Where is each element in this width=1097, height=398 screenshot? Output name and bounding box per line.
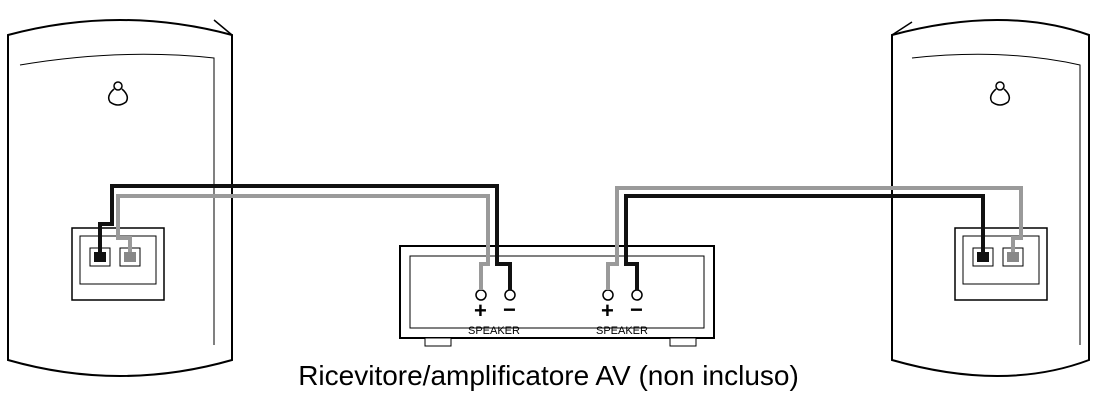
right-plus-sign: + — [601, 298, 614, 323]
right-keyhole-icon — [989, 81, 1011, 106]
right-speaker-terminal-plate — [954, 227, 1048, 301]
receiver-left-terminal: + − SPEAKER — [468, 289, 520, 337]
receiver-caption: Ricevitore/amplificatore AV (non incluso… — [298, 360, 799, 391]
left-minus-sign: − — [503, 297, 516, 322]
right-minus-sign: − — [630, 297, 643, 322]
left-plus-sign: + — [474, 298, 487, 323]
receiver-right-terminal: + − SPEAKER — [596, 289, 648, 337]
left-speaker-label: SPEAKER — [468, 325, 520, 337]
av-receiver: + − SPEAKER + − SPEAKER — [399, 245, 715, 347]
left-keyhole-icon — [107, 81, 129, 106]
left-speaker-cable — [98, 184, 512, 290]
left-speaker-terminal-plate — [71, 227, 165, 301]
right-speaker-cable — [606, 186, 1023, 290]
right-speaker-label: SPEAKER — [596, 325, 648, 337]
right-speaker — [891, 19, 1090, 377]
